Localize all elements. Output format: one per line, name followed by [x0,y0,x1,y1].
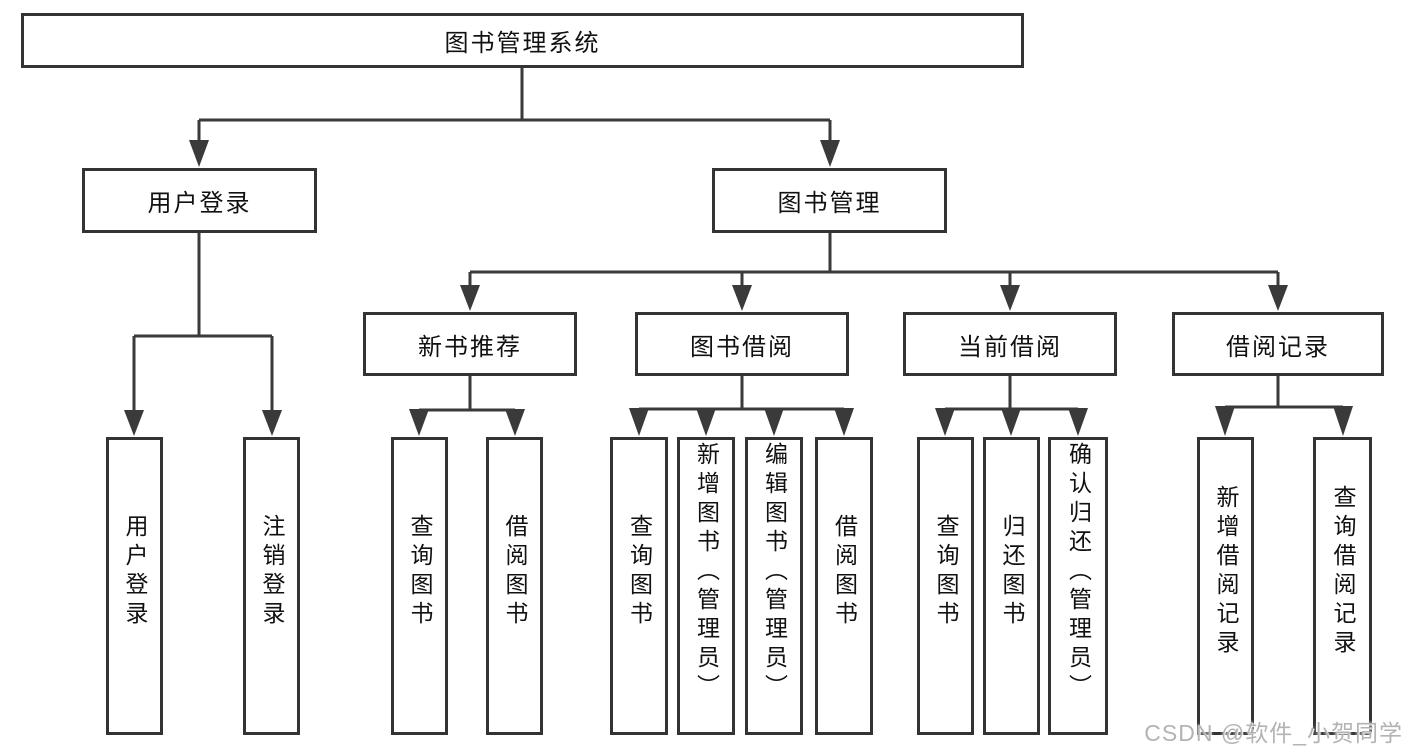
leaf-borrow-books-recommend: 借阅图书 [486,437,543,735]
connector-borrowing-records-children [1215,376,1353,436]
leaf-label: 新增图书（管理员） [693,441,720,703]
arrow-down-icon [1001,408,1021,436]
arrow-down-icon [732,285,752,311]
leaf-query-books-borrowing: 查询图书 [610,437,668,735]
leaf-label: 借阅图书 [831,514,858,630]
arrow-down-icon [409,409,429,436]
connector-current-borrowing-children [935,376,1088,436]
leaf-add-book-admin: 新增图书（管理员） [677,437,735,735]
node-new-book-recommend: 新书推荐 [363,312,577,376]
leaf-label: 注销登录 [259,514,285,630]
leaf-add-borrow-record: 新增借阅记录 [1197,437,1254,735]
leaf-label: 编辑图书（管理员） [761,441,788,703]
node-book-management-label: 图书管理 [777,190,882,217]
arrow-down-icon [1068,408,1088,436]
node-current-borrowing-label: 当前借阅 [958,333,1062,361]
arrow-down-icon [764,408,784,436]
connector-book-management-children [460,233,1288,311]
arrow-down-icon [189,140,209,167]
leaf-user-login: 用户登录 [106,437,163,735]
connector-new-book-recommend-children [409,376,525,436]
leaf-return-book: 归还图书 [983,437,1040,735]
node-root: 图书管理系统 [21,13,1024,68]
arrow-down-icon [1268,285,1288,311]
leaf-label: 新增借阅记录 [1213,485,1239,659]
leaf-confirm-return-admin: 确认归还（管理员） [1048,437,1108,735]
connector-root-to-level2 [189,68,840,167]
arrow-down-icon [1000,285,1020,311]
node-book-borrowing: 图书借阅 [635,312,849,376]
leaf-label: 借阅图书 [502,514,528,630]
leaf-label: 确认归还（管理员） [1065,441,1092,703]
node-book-borrowing-label: 图书借阅 [690,333,794,361]
arrow-down-icon [629,408,649,436]
arrow-down-icon [505,409,525,436]
leaf-edit-book-admin: 编辑图书（管理员） [745,437,803,735]
arrow-down-icon [124,410,144,436]
leaf-label: 查询借阅记录 [1330,485,1356,659]
arrow-down-icon [935,408,955,436]
csdn-watermark: CSDN @软件_小贺同学 [1144,720,1403,746]
leaf-borrow-books-borrowing: 借阅图书 [815,437,873,735]
leaf-label: 查询图书 [407,514,433,630]
node-root-label: 图书管理系统 [444,30,601,57]
arrow-down-icon [262,410,282,436]
node-borrowing-records-label: 借阅记录 [1226,333,1330,361]
leaf-query-borrow-record: 查询借阅记录 [1313,437,1372,735]
leaf-logout: 注销登录 [243,437,300,735]
leaf-label: 查询图书 [626,514,653,630]
leaf-query-books-current: 查询图书 [917,437,974,735]
node-current-borrowing: 当前借阅 [903,312,1117,376]
arrow-down-icon [834,408,854,436]
connector-user-login-children [124,233,282,436]
node-book-management: 图书管理 [712,168,947,233]
leaf-label: 用户登录 [122,514,148,630]
arrow-down-icon [1333,406,1353,436]
arrow-down-icon [460,285,480,311]
arrow-down-icon [1215,406,1235,436]
node-user-login: 用户登录 [82,168,317,233]
node-borrowing-records: 借阅记录 [1172,312,1384,376]
leaf-label: 查询图书 [933,514,959,630]
leaf-label: 归还图书 [999,514,1025,630]
arrow-down-icon [820,140,840,167]
node-user-login-label: 用户登录 [147,190,252,217]
arrow-down-icon [696,408,716,436]
connector-book-borrowing-children [629,376,854,436]
leaf-query-books-recommend: 查询图书 [391,437,448,735]
node-new-book-recommend-label: 新书推荐 [418,333,522,361]
